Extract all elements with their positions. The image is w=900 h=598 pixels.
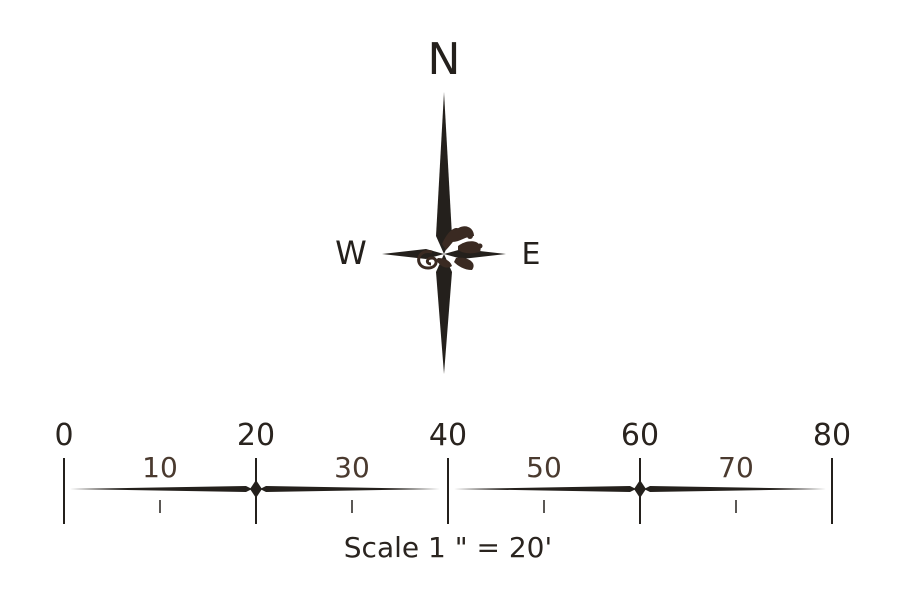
compass-rose-icon [382, 92, 506, 374]
scale-caption: Scale 1 " = 20' [344, 531, 552, 564]
minor-label-10: 10 [142, 451, 178, 484]
north-label: N [428, 34, 461, 85]
scale-bar-line [63, 458, 833, 524]
major-label-60: 60 [621, 418, 659, 453]
minor-label-30: 30 [334, 451, 370, 484]
minor-tick-labels: 10 30 50 70 [142, 451, 754, 484]
scale-bar: 0 20 40 60 80 10 30 50 70 [54, 418, 851, 564]
major-tick-labels: 0 20 40 60 80 [54, 418, 851, 453]
minor-label-70: 70 [718, 451, 754, 484]
major-label-0: 0 [54, 418, 73, 453]
east-label: E [522, 237, 541, 272]
minor-label-50: 50 [526, 451, 562, 484]
west-label: W [335, 234, 367, 272]
major-label-40: 40 [429, 418, 467, 453]
major-label-80: 80 [813, 418, 851, 453]
ornament-flourish-icon [417, 226, 483, 270]
compass-rose: N W E [335, 34, 540, 374]
major-label-20: 20 [237, 418, 275, 453]
